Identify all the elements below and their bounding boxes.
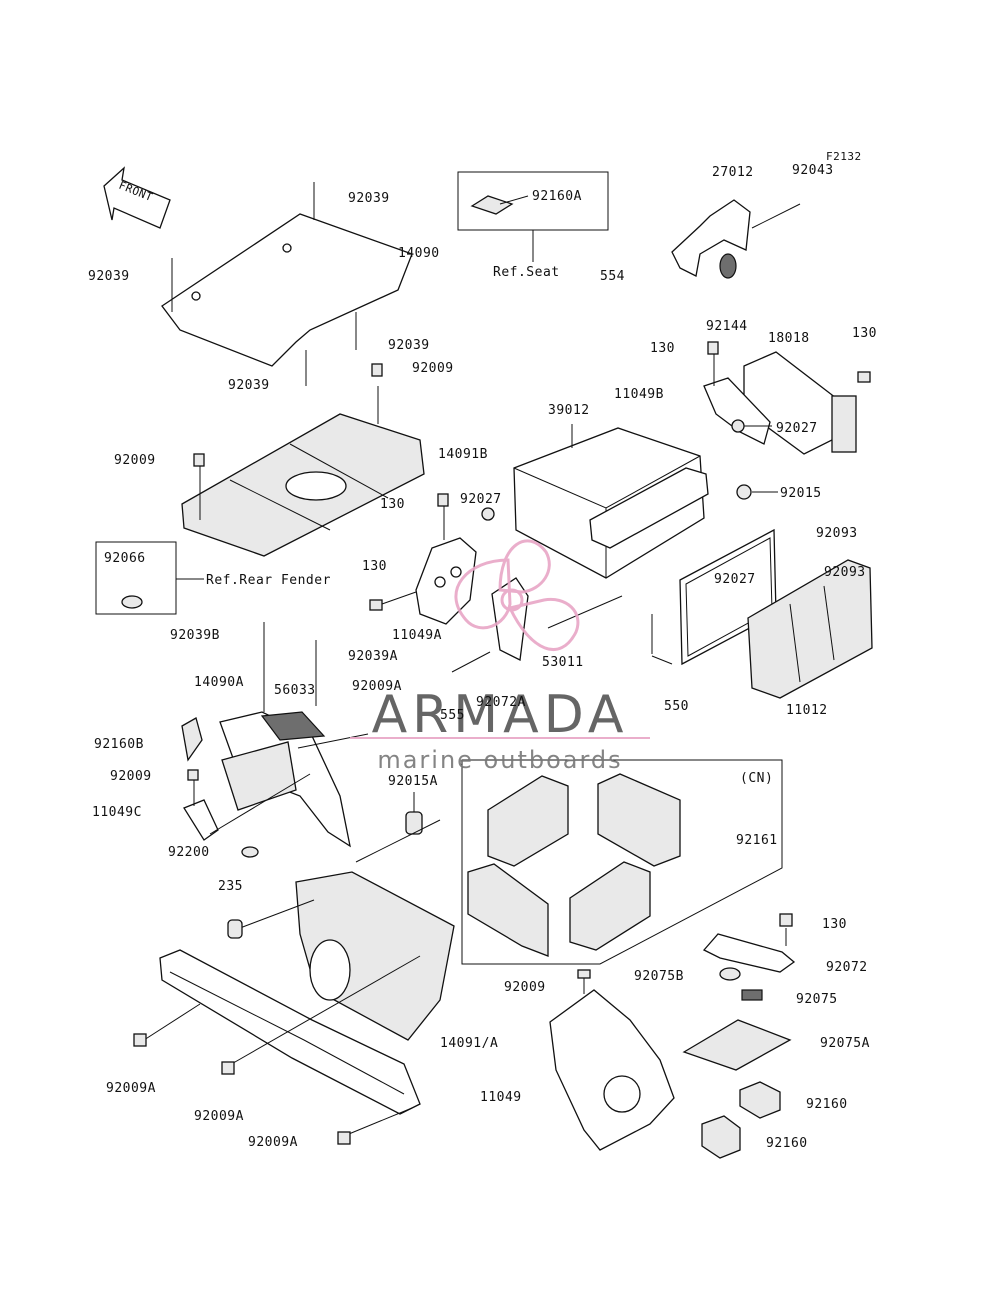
part-label: 92075	[796, 992, 838, 1007]
part-label: 39012	[548, 403, 590, 418]
ref-seat-label: Ref.Seat	[493, 265, 560, 280]
watermark-tagline: marine outboards	[377, 746, 622, 774]
part-label: 92027	[714, 572, 756, 587]
part-label: 92093	[816, 526, 858, 541]
part-label: 130	[822, 917, 847, 932]
part-label: 554	[600, 269, 625, 284]
part-label: 11049B	[614, 387, 664, 402]
part-label: 92039A	[348, 649, 398, 664]
part-label: 92075B	[634, 969, 684, 984]
part-label: 92039B	[170, 628, 220, 643]
part-11049-bracket	[549, 989, 675, 1151]
part-label: 92161	[736, 833, 778, 848]
part-11049C-bracket	[183, 799, 219, 841]
part-label: 92039	[388, 338, 430, 353]
part-label: 11049	[480, 1090, 522, 1105]
part-label: 92039	[228, 378, 270, 393]
part-label: 130	[362, 559, 387, 574]
part-label: 130	[650, 341, 675, 356]
part-label: 130	[852, 326, 877, 341]
front-arrow-icon: FRONT	[103, 166, 171, 229]
part-label: 92039	[88, 269, 130, 284]
part-label: 550	[664, 699, 689, 714]
part-label: 92027	[776, 421, 818, 436]
part-11049A-bracket	[415, 537, 477, 625]
part-label: 92160	[766, 1136, 808, 1151]
part-label: 14090	[398, 246, 440, 261]
part-label: 53011	[542, 655, 584, 670]
part-label: 92009	[114, 453, 156, 468]
part-label: 11012	[786, 703, 828, 718]
part-39012-case	[513, 427, 705, 579]
figure-id: F2132	[826, 150, 862, 163]
part-label: 92009	[110, 769, 152, 784]
part-label: 27012	[712, 165, 754, 180]
part-92072-bracket	[702, 933, 796, 973]
fastener-icons	[133, 341, 871, 1145]
part-number-labels: 92039 14090 92039 92039 92039 92160A 27012 9204…	[88, 163, 877, 1151]
part-92161-pads	[467, 773, 681, 957]
part-label: 92160	[806, 1097, 848, 1112]
ref-rear-fender-label: Ref.Rear Fender	[206, 573, 331, 588]
part-label: 235	[218, 879, 243, 894]
watermark-brand: ARMADA	[372, 685, 629, 745]
part-label: 92015	[780, 486, 822, 501]
part-label: 92093	[824, 565, 866, 580]
part-label: 92072	[826, 960, 868, 975]
part-label: 11049A	[392, 628, 442, 643]
part-92160B-block	[181, 717, 203, 762]
part-label: 92200	[168, 845, 210, 860]
part-label: 130	[380, 497, 405, 512]
ref-rear-fender-box	[95, 541, 177, 615]
part-label: 92015A	[388, 774, 438, 789]
part-label: 92009A	[248, 1135, 298, 1150]
part-label: 92009	[504, 980, 546, 995]
part-27012-bracket	[671, 199, 751, 277]
part-label: 92009	[412, 361, 454, 376]
part-label: 92066	[104, 551, 146, 566]
part-label: 14090A	[194, 675, 244, 690]
part-label: 92160A	[532, 189, 582, 204]
part-14090-plate	[161, 213, 413, 367]
part-label: 92144	[706, 319, 748, 334]
part-92075A-pad	[682, 1019, 792, 1071]
part-label: 92009A	[194, 1109, 244, 1124]
part-label: 555	[440, 708, 465, 723]
watermark: ARMADA marine outboards	[350, 539, 650, 774]
part-39012-frame	[589, 467, 709, 549]
part-label: 92072A	[476, 695, 526, 710]
part-14091A-fender-lower	[159, 949, 421, 1115]
part-label: 92039	[348, 191, 390, 206]
part-92144-spring	[719, 253, 737, 279]
part-label: 11049C	[92, 805, 142, 820]
part-label: 92160B	[94, 737, 144, 752]
part-label: 56033	[274, 683, 316, 698]
part-92160-block-1	[739, 1081, 781, 1119]
part-label: 14091B	[438, 447, 488, 462]
part-label: 14091/A	[440, 1036, 498, 1051]
propeller-logo-icon	[454, 539, 580, 652]
cn-region-box	[461, 759, 783, 965]
part-label: 92009A	[106, 1081, 156, 1096]
part-label: 18018	[768, 331, 810, 346]
cn-region-label: (CN)	[740, 771, 773, 786]
part-label: 92027	[460, 492, 502, 507]
part-label: 92043	[792, 163, 834, 178]
part-11049B-bracket	[703, 377, 771, 445]
part-label: 92075A	[820, 1036, 870, 1051]
part-92160-block-2	[701, 1115, 741, 1159]
part-11012-lid	[747, 559, 873, 699]
part-label: 92009A	[352, 679, 402, 694]
part-92160A-pad	[470, 195, 514, 215]
